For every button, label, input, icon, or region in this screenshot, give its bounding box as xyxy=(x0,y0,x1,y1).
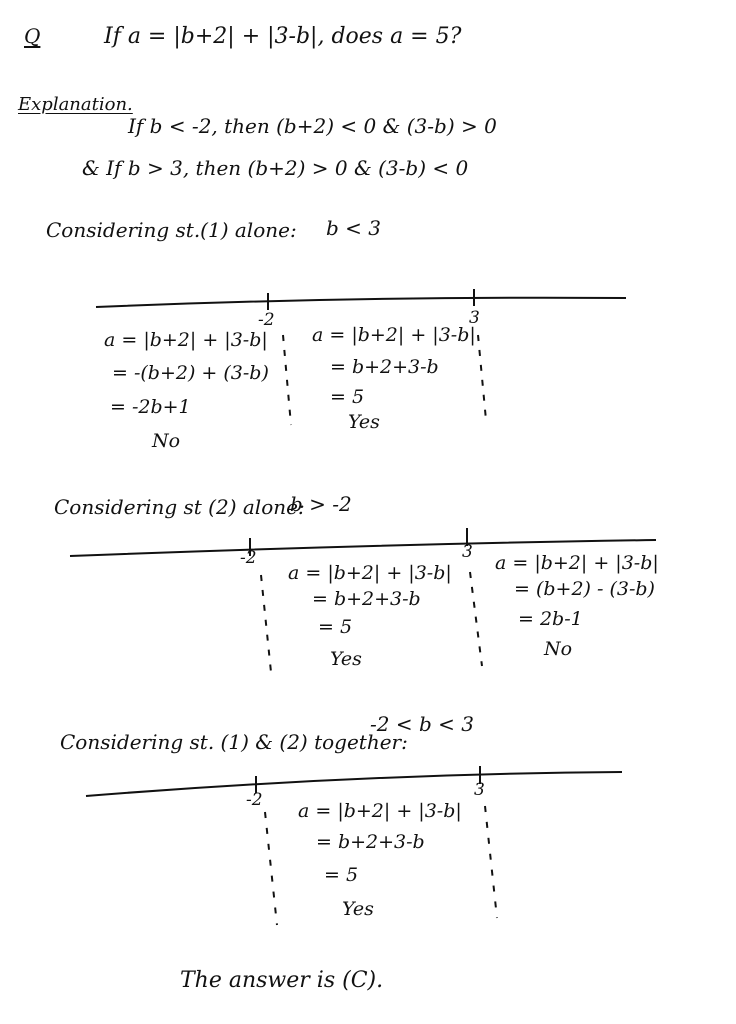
section-2-middle-line-2: = b+2+3-b xyxy=(312,588,421,610)
section-3-tick-label-right: 3 xyxy=(474,780,485,800)
section-1-middle-line-2: = b+2+3-b xyxy=(330,356,439,378)
section-1-tick-label-right: 3 xyxy=(469,308,480,328)
explanation-heading: Explanation. xyxy=(18,94,133,115)
section-3-tick-label-left: -2 xyxy=(246,790,263,810)
section-2-middle-line-1: a = |b+2| + |3-b| xyxy=(288,562,452,584)
number-line-3 xyxy=(85,771,623,797)
section-3-middle-line-1: a = |b+2| + |3-b| xyxy=(298,800,462,822)
question-label: Q xyxy=(24,24,41,48)
section-1-tick-label-left: -2 xyxy=(258,310,275,330)
explanation-line-2: & If b > 3, then (b+2) > 0 & (3-b) < 0 xyxy=(82,156,469,180)
section-3-middle-verdict: Yes xyxy=(342,898,374,920)
section-1-left-line-3: = -2b+1 xyxy=(110,396,191,418)
section-3-heading: Considering st. (1) & (2) together: xyxy=(60,730,408,754)
section-3-middle-line-2: = b+2+3-b xyxy=(316,831,425,853)
section-2-right-line-3: = 2b-1 xyxy=(518,608,583,630)
section-2-tick-label-right: 3 xyxy=(462,542,473,562)
dashed-boundary-3-right xyxy=(484,805,498,919)
question-text: If a = |b+2| + |3-b|, does a = 5? xyxy=(104,24,462,49)
section-2-condition: b > -2 xyxy=(290,492,352,516)
section-2-right-line-2: = (b+2) - (3-b) xyxy=(514,578,655,600)
dashed-boundary-3-left xyxy=(264,811,278,926)
section-2-heading: Considering st (2) alone: xyxy=(54,495,305,519)
section-1-left-verdict: No xyxy=(152,430,181,452)
dashed-boundary-1-left xyxy=(282,334,292,426)
dashed-boundary-1-right xyxy=(477,334,487,421)
section-2-right-line-1: a = |b+2| + |3-b| xyxy=(495,552,659,574)
section-2-middle-verdict: Yes xyxy=(330,648,362,670)
section-2-right-verdict: No xyxy=(544,638,573,660)
dashed-boundary-2-left xyxy=(260,574,272,673)
section-1-middle-verdict: Yes xyxy=(348,411,380,433)
section-1-middle-line-3: = 5 xyxy=(330,386,365,408)
explanation-line-1: If b < -2, then (b+2) < 0 & (3-b) > 0 xyxy=(128,114,497,138)
section-1-heading: Considering st.(1) alone: xyxy=(46,218,297,242)
number-line-2 xyxy=(69,539,657,557)
section-1-left-line-1: a = |b+2| + |3-b| xyxy=(104,329,268,351)
section-3-condition: -2 < b < 3 xyxy=(370,712,474,736)
section-1-middle-line-1: a = |b+2| + |3-b| xyxy=(312,324,476,346)
section-2-tick-label-left: -2 xyxy=(240,548,257,568)
number-line-1 xyxy=(95,296,627,308)
final-answer: The answer is (C). xyxy=(180,968,384,993)
dashed-boundary-2-right xyxy=(469,571,483,667)
section-2-middle-line-3: = 5 xyxy=(318,616,353,638)
section-3-middle-line-3: = 5 xyxy=(324,864,359,886)
section-1-condition: b < 3 xyxy=(326,216,381,240)
section-1-left-line-2: = -(b+2) + (3-b) xyxy=(112,362,269,384)
